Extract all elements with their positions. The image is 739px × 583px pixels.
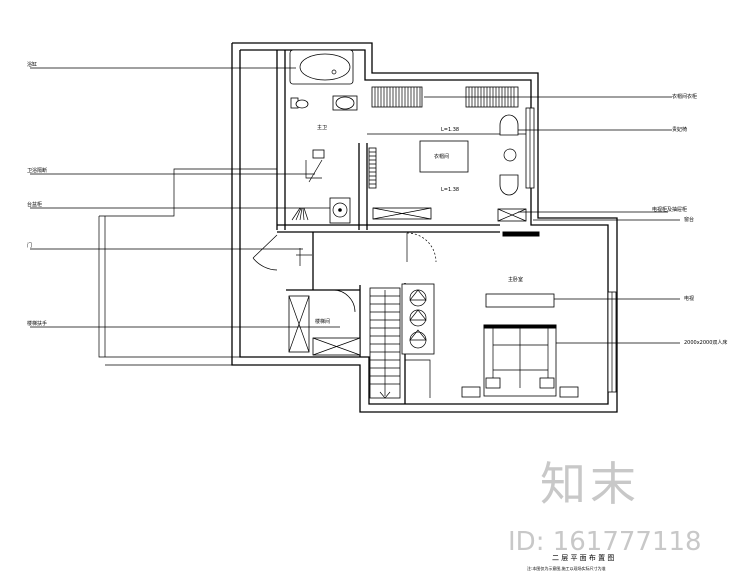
bedroom-radiator — [502, 231, 540, 237]
callout-tv: 电视 — [684, 296, 695, 302]
bedroom-window — [607, 291, 617, 393]
right-leaders — [424, 96, 680, 344]
wardrobe-left — [371, 86, 423, 108]
callout-door: 门 — [27, 243, 33, 249]
watermark-id: ID: 161777118 — [508, 527, 702, 557]
outer-walls — [231, 42, 618, 413]
corner-cabinet — [497, 208, 527, 222]
room-label-stair: 楼梯间 — [315, 319, 331, 325]
callout-cabinet: 电视柜及抽屉柜 — [652, 207, 688, 213]
callout-basin: 台盆柜 — [27, 202, 43, 208]
toilet — [290, 97, 309, 109]
drawing-title: 二 层 平 面 布 置 图 — [552, 554, 615, 562]
washbasin — [329, 197, 351, 224]
room-label-bath: 主卫 — [317, 125, 328, 131]
callout-stair-railing: 楼梯扶手 — [27, 321, 48, 327]
callout-bed: 2000x2000双人床 — [684, 340, 728, 346]
callout-wardrobe: 衣帽间衣柜 — [672, 94, 698, 100]
dimension-tag-top: L=1.38 — [441, 127, 460, 133]
callout-chaise: 贵妃椅 — [672, 127, 688, 133]
bedroom-door — [406, 232, 437, 263]
bath-basin — [332, 95, 358, 111]
chaise-chairs — [499, 114, 519, 196]
staircase — [369, 287, 431, 399]
left-leaders — [30, 67, 340, 328]
dimension-tag-bottom: L=1.38 — [441, 187, 460, 193]
stair-hall-fixtures — [288, 248, 361, 356]
double-bed — [461, 324, 579, 398]
hall-door-swing — [252, 234, 278, 271]
dressing-window — [525, 107, 535, 189]
bathtub — [289, 49, 354, 85]
callout-window: 窗台 — [684, 217, 695, 223]
interior-walls — [276, 50, 531, 404]
terrace-outline — [98, 168, 360, 366]
callout-toilet-screen: 卫浴隔断 — [27, 168, 48, 174]
wardrobe-lower — [368, 147, 377, 189]
potted-plants — [401, 283, 435, 355]
corridor-cabinet — [372, 207, 432, 220]
drawing-subtitle: 注:本图仅为示意图,施工以现场实际尺寸为准 — [527, 566, 606, 571]
fan-icon — [291, 207, 309, 221]
room-label-bedroom: 主卧室 — [508, 277, 524, 283]
shower-screen — [305, 149, 325, 183]
dressing-island — [419, 140, 469, 173]
room-label-dressing: 衣帽间 — [434, 154, 450, 160]
watermark-logo: 知末 — [540, 457, 640, 511]
callout-bathtub: 浴缸 — [27, 62, 38, 68]
tv-cabinet — [485, 293, 555, 308]
